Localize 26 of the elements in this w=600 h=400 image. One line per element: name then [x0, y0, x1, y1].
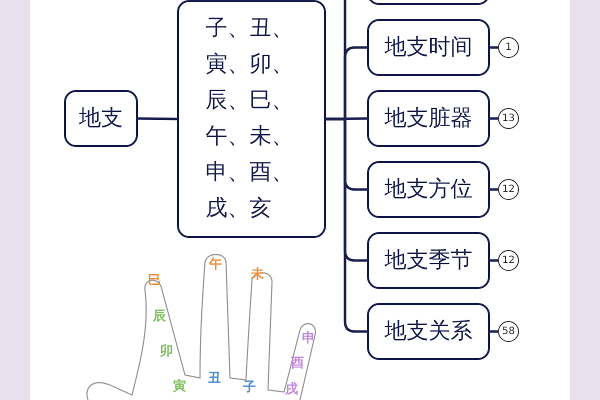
topic-box: 地支关系 — [367, 303, 490, 360]
connector-line — [326, 118, 367, 333]
branch-list-text: 子、丑、寅、卯、辰、巳、午、未、申、酉、戌、亥 — [206, 15, 294, 223]
hand-label: 未 — [251, 268, 264, 281]
hand-label: 辰 — [153, 310, 166, 323]
topic-box — [177, 0, 326, 238]
connector-line — [490, 259, 498, 262]
connector-line — [138, 117, 178, 120]
hand-label: 卯 — [160, 345, 173, 358]
hand-label: 子 — [243, 381, 256, 394]
topic-box: 地支季节 — [367, 232, 490, 289]
hand-label: 丑 — [208, 372, 221, 385]
topic-box: 地支脏器 — [367, 90, 490, 147]
hand-label: 戌 — [285, 383, 298, 396]
topic-box: 地支时间 — [367, 19, 490, 76]
topic-box: 地支方位 — [367, 161, 490, 218]
connector-line — [490, 330, 498, 333]
hand-label: 寅 — [173, 380, 186, 393]
connector-line — [326, 117, 368, 120]
hand-label: 酉 — [291, 357, 304, 370]
topic-box: 地支 — [64, 90, 138, 147]
connector-line — [490, 188, 498, 191]
hand-label: 申 — [302, 332, 315, 345]
hand-label: 午 — [209, 258, 222, 271]
connector-line — [490, 46, 498, 49]
hand-label: 巳 — [148, 274, 161, 287]
